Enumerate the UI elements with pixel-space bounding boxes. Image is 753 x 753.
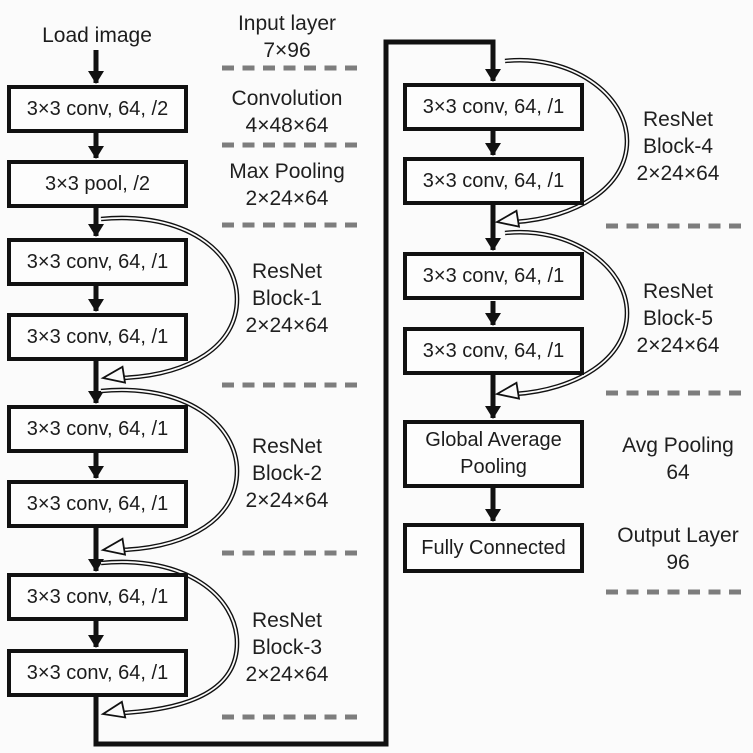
input-label: Load image — [42, 24, 152, 47]
skip-arc-block1-core — [100, 217, 238, 379]
annotation-line: 7×96 — [263, 39, 311, 62]
layer-box-block1-conv1: 3×3 conv, 64, /1 — [7, 238, 188, 286]
layer-box-block5-conv2: 3×3 conv, 64, /1 — [403, 327, 584, 375]
layer-box-block2-conv1: 3×3 conv, 64, /1 — [7, 405, 188, 453]
layer-box-block4-conv2: 3×3 conv, 64, /1 — [403, 157, 584, 205]
annotation-line: Avg Pooling — [622, 434, 734, 457]
annotation-avg-pooling: Avg Pooling 64 — [593, 432, 753, 486]
skip-arc-block3-core — [100, 561, 238, 714]
skip-arrowhead-block4 — [494, 209, 521, 228]
annotation-line: ResNet — [642, 108, 714, 131]
annotation-line: ResNet — [251, 609, 323, 632]
layer-box-block4-conv1: 3×3 conv, 64, /1 — [403, 83, 584, 131]
annotation-line: Block-1 — [251, 287, 323, 310]
layer-box-fully-connected: Fully Connected — [403, 523, 584, 573]
annotation-line: 2×24×64 — [245, 663, 329, 686]
annotation-line: 96 — [666, 551, 690, 574]
annotation-resnet-block3: ResNet Block-3 2×24×64 — [207, 607, 367, 688]
layer-box-global-avg-pooling: Global Average Pooling — [403, 420, 584, 488]
annotation-line: 2×24×64 — [245, 314, 329, 337]
annotation-convolution: Convolution 4×48×64 — [207, 85, 367, 139]
skip-arc-block4-core — [504, 59, 628, 223]
annotation-line: ResNet — [251, 435, 323, 458]
skip-arrowhead-block3 — [100, 700, 127, 719]
layer-box-block3-conv1: 3×3 conv, 64, /1 — [7, 573, 188, 621]
annotation-line: Convolution — [231, 87, 343, 110]
annotation-input-layer: Input layer 7×96 — [207, 10, 367, 64]
annotation-line: Input layer — [237, 12, 337, 35]
annotation-line: Output Layer — [617, 524, 739, 547]
annotation-line: 2×24×64 — [245, 187, 329, 210]
skip-arrowhead-block2 — [100, 537, 127, 556]
annotation-line: Block-3 — [251, 636, 323, 659]
annotation-output-layer: Output Layer 96 — [593, 522, 753, 576]
connector-left-to-right-column — [93, 39, 501, 747]
annotation-line: Block-4 — [642, 135, 714, 158]
annotation-resnet-block4: ResNet Block-4 2×24×64 — [593, 106, 753, 187]
annotation-max-pooling: Max Pooling 2×24×64 — [207, 158, 367, 212]
annotation-line: Block-5 — [642, 307, 714, 330]
layer-box-block3-conv2: 3×3 conv, 64, /1 — [7, 649, 188, 697]
skip-arrowhead-block1 — [100, 365, 127, 384]
layer-box-maxpool: 3×3 pool, /2 — [7, 160, 188, 208]
annotation-line: Block-2 — [251, 462, 323, 485]
annotation-line: Max Pooling — [229, 160, 345, 183]
layer-box-block5-conv1: 3×3 conv, 64, /1 — [403, 252, 584, 300]
annotation-line: 64 — [666, 461, 690, 484]
layer-box-block1-conv2: 3×3 conv, 64, /1 — [7, 313, 188, 361]
annotation-resnet-block5: ResNet Block-5 2×24×64 — [593, 278, 753, 359]
layer-box-block2-conv2: 3×3 conv, 64, /1 — [7, 480, 188, 528]
annotation-line: ResNet — [642, 280, 714, 303]
layer-box-conv1: 3×3 conv, 64, /2 — [7, 85, 188, 133]
annotation-line: ResNet — [251, 260, 323, 283]
annotation-resnet-block2: ResNet Block-2 2×24×64 — [207, 433, 367, 514]
annotation-line: 2×24×64 — [636, 162, 720, 185]
skip-arc-block2-core — [100, 389, 238, 551]
annotation-line: 2×24×64 — [245, 489, 329, 512]
skip-arrowhead-block5 — [494, 381, 521, 400]
annotation-resnet-block1: ResNet Block-1 2×24×64 — [207, 258, 367, 339]
skip-arc-block5-core — [504, 231, 628, 395]
annotation-line: 4×48×64 — [245, 114, 329, 137]
annotation-line: 2×24×64 — [636, 334, 720, 357]
